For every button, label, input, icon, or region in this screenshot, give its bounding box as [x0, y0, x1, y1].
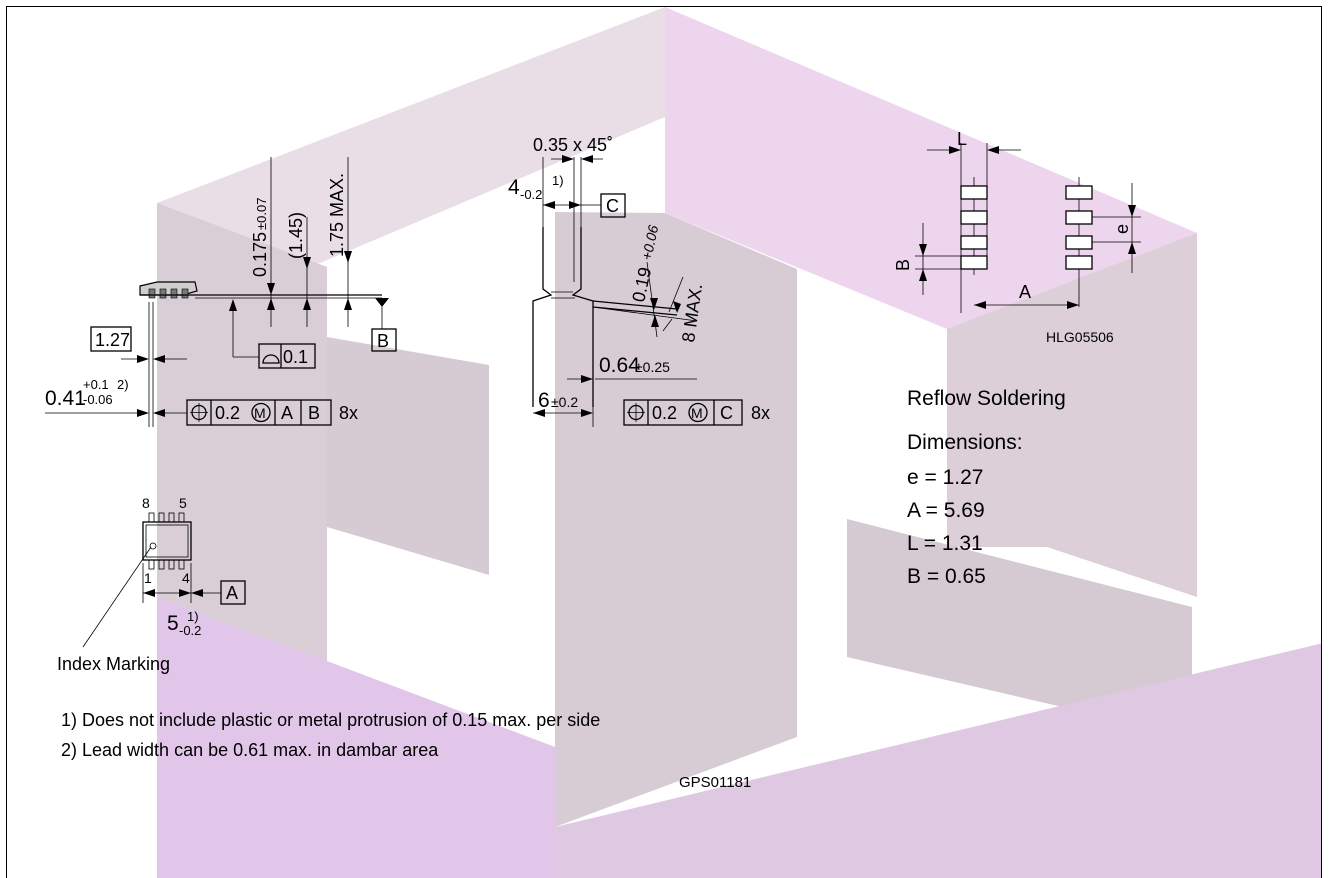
- footprint-drawing-id: HLG05506: [1046, 329, 1114, 345]
- index-marking-label: Index Marking: [57, 654, 170, 674]
- footprint-label-L: L: [957, 129, 967, 149]
- flatness-value: 0.1: [283, 347, 308, 367]
- drawing-id: GPS01181: [679, 774, 751, 791]
- reflow-title: Reflow Soldering: [907, 387, 1066, 410]
- length-5-note: 1): [187, 609, 199, 624]
- watermark-center-pillar: [555, 212, 797, 827]
- watermark-right-block: [847, 519, 1192, 737]
- top-view-body: [142, 521, 192, 561]
- chamfer-label: 0.35 x 45˚: [533, 135, 613, 155]
- mmc-glyph: M: [691, 405, 703, 421]
- footprint-label-B: B: [893, 259, 913, 271]
- end-multiplier: 8x: [751, 403, 770, 423]
- overall-6: 6: [538, 389, 550, 412]
- datum-b-label: B: [377, 331, 389, 351]
- pin-5-label: 5: [179, 495, 187, 511]
- notes: 1) Does not include plastic or metal pro…: [61, 710, 751, 791]
- note-2: 2) Lead width can be 0.61 max. in dambar…: [61, 740, 439, 760]
- dim-145: (1.45): [286, 212, 306, 259]
- datum-a-label: A: [226, 583, 238, 603]
- end-position-tol-value: 0.2: [652, 403, 677, 423]
- side-view-body: [139, 281, 198, 296]
- side-multiplier: 8x: [339, 403, 358, 423]
- dim-0175-tol: ±0.07: [254, 198, 269, 230]
- reflow-value-e: e = 1.27: [907, 466, 983, 489]
- datum-c-label: C: [606, 196, 619, 216]
- watermark-left-block: [327, 337, 489, 575]
- reflow-value-B: B = 0.65: [907, 565, 986, 588]
- flatness-icon: [262, 354, 280, 364]
- lead-width-note: 2): [117, 377, 129, 392]
- datum-a-ref: A: [281, 403, 293, 423]
- drawing-frame: 0.1 B 0.175 ±0.07 (1.45) 1.75 MAX. 1.27 …: [6, 6, 1322, 878]
- pin-8-label: 8: [142, 495, 150, 511]
- width-4-tol: -0.2: [520, 187, 542, 202]
- reflow-value-L: L = 1.31: [907, 532, 983, 555]
- overall-6-tol: ±0.2: [551, 394, 578, 410]
- reflow-dimensions: Reflow Soldering Dimensions: e = 1.27 A …: [907, 387, 1066, 588]
- pin-4-label: 4: [182, 570, 190, 586]
- datum-c-ref: C: [720, 403, 733, 423]
- width-4-note: 1): [552, 173, 564, 188]
- dim-0175: 0.175: [250, 232, 270, 277]
- length-5: 5: [167, 612, 179, 635]
- package-outline-drawing: 0.1 B 0.175 ±0.07 (1.45) 1.75 MAX. 1.27 …: [45, 7, 1321, 878]
- lead-length: 0.64: [599, 354, 640, 377]
- mmc-icon: [251, 402, 271, 423]
- lead-length-tol: ±0.25: [635, 359, 670, 375]
- footprint-label-A: A: [1019, 282, 1031, 302]
- pitch-label: 1.27: [95, 330, 130, 350]
- side-view: 0.1 B 0.175 ±0.07 (1.45) 1.75 MAX. 1.27 …: [45, 157, 397, 427]
- index-mark: [149, 542, 157, 550]
- footprint-label-e: e: [1112, 224, 1132, 234]
- watermark-logo: [157, 7, 1321, 878]
- watermark-bottom-band: [555, 643, 1321, 878]
- mmc-glyph: M: [254, 405, 266, 421]
- position-tol-value: 0.2: [215, 403, 240, 423]
- width-4: 4: [508, 176, 520, 199]
- watermark-top-right-band: [665, 7, 1197, 337]
- footprint: L B A e HLG055: [893, 129, 1141, 345]
- watermark-top-left-band: [157, 7, 665, 332]
- watermark-bottom-left-band: [157, 597, 555, 878]
- lead-width-tol-lower: -0.06: [83, 392, 113, 407]
- top-view: 8 5 1 4 A 5 -0.2 1) Index Marking: [57, 495, 246, 674]
- length-5-tol: -0.2: [179, 623, 201, 638]
- lead-width-tol-upper: +0.1: [83, 377, 109, 392]
- pin-1-label: 1: [144, 570, 152, 586]
- end-view-body: [532, 227, 553, 407]
- dim-175max: 1.75 MAX.: [327, 173, 347, 257]
- lead-width: 0.41: [45, 387, 86, 410]
- note-1: 1) Does not include plastic or metal pro…: [61, 710, 600, 730]
- reflow-subtitle: Dimensions:: [907, 431, 1023, 454]
- reflow-value-A: A = 5.69: [907, 499, 985, 522]
- datum-b-ref: B: [308, 403, 320, 423]
- watermark-right-face: [947, 233, 1197, 597]
- thickness-tol: +0.06: [638, 223, 661, 261]
- mmc-icon: [688, 402, 708, 423]
